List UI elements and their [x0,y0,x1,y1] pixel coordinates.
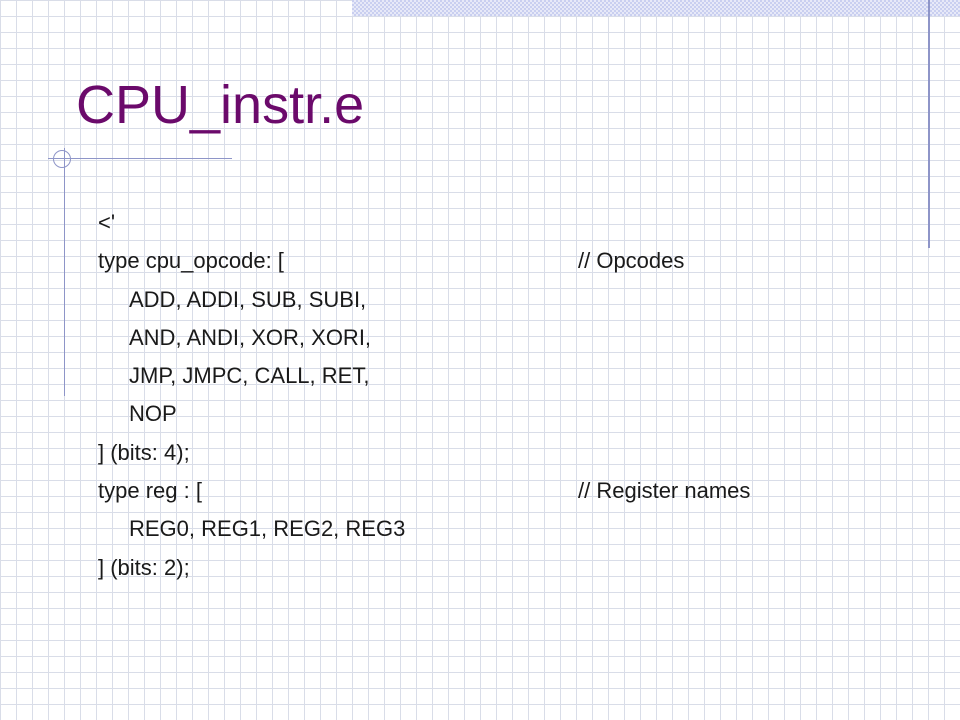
code-text: JMP, JMPC, CALL, RET, [129,363,370,389]
code-line: ] (bits: 4); [98,434,878,472]
code-line: ADD, ADDI, SUB, SUBI, [98,281,878,319]
code-line: ] (bits: 2); [98,549,878,587]
code-comment: // Register names [578,478,751,504]
code-block: <' type cpu_opcode: [ // Opcodes ADD, AD… [98,204,878,587]
left-decorative-line [64,148,65,396]
right-decorative-line [928,0,930,248]
code-text: ADD, ADDI, SUB, SUBI, [129,286,367,312]
code-line: NOP [98,395,878,433]
code-line: type cpu_opcode: [ // Opcodes [98,242,878,280]
slide-title: CPU_instr.e [76,75,365,135]
code-comment: // Opcodes [578,248,685,274]
title-underline [48,158,232,159]
code-line: <' [98,204,878,242]
code-line: REG0, REG1, REG2, REG3 [98,510,878,548]
code-text: type cpu_opcode: [ [98,248,284,274]
code-text: type reg : [ [98,478,202,504]
code-text: ] (bits: 4); [98,439,190,465]
top-decorative-band [352,0,960,16]
code-line: AND, ANDI, XOR, XORI, [98,319,878,357]
code-line: JMP, JMPC, CALL, RET, [98,357,878,395]
code-text: <' [98,210,116,235]
code-text: ] (bits: 2); [98,554,190,580]
code-text: AND, ANDI, XOR, XORI, [129,324,372,350]
code-text: REG0, REG1, REG2, REG3 [129,516,406,542]
circle-ornament-icon [53,150,71,168]
code-line: type reg : [ // Register names [98,472,878,510]
code-text: NOP [129,401,177,427]
